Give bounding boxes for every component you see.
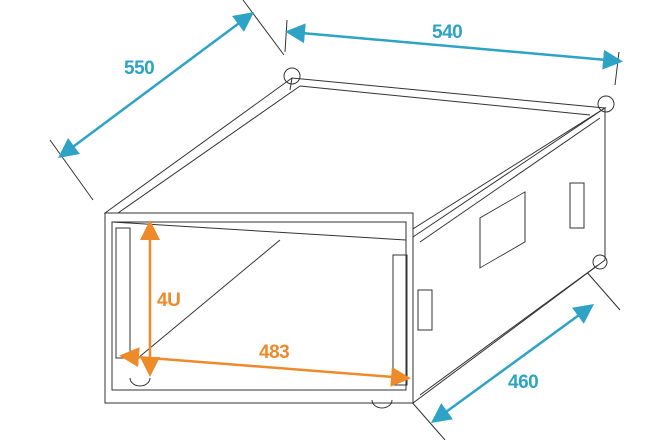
dimension-height-label: 460 — [508, 372, 539, 393]
rack-width-label: 483 — [259, 342, 290, 363]
dimension-483-line — [119, 347, 411, 387]
dimension-width-label: 540 — [432, 22, 463, 43]
dimension-550-line — [57, 12, 255, 158]
dimension-460-line — [430, 304, 595, 423]
dimension-depth-label: 550 — [124, 58, 155, 79]
rack-height-label: 4U — [157, 290, 181, 311]
dimension-540-line — [285, 23, 623, 70]
